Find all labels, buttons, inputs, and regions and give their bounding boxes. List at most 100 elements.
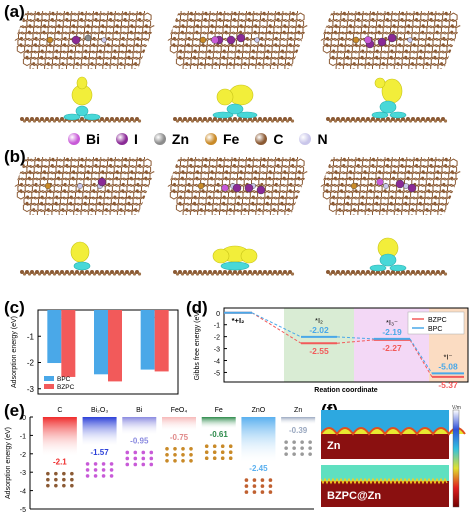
carbon-atom [253, 176, 257, 180]
carbon-atom [375, 55, 379, 59]
carbon-atom [233, 164, 236, 167]
carbon-atom [341, 117, 345, 121]
atom-dot [125, 456, 130, 461]
y-tick-label: -2 [214, 335, 220, 342]
carbon-atom [40, 201, 43, 205]
carbon-atom [288, 270, 292, 274]
carbon-atom [356, 117, 360, 121]
carbon-atom [415, 164, 418, 167]
bi-atom [211, 36, 219, 44]
carbon-atom [301, 208, 305, 211]
graphene-lattice [4, 11, 160, 69]
atom-dot [165, 459, 169, 463]
carbon-atom [14, 24, 17, 28]
carbon-atom [92, 43, 96, 46]
carbon-atom [102, 272, 107, 276]
charge-density-isosurface [236, 111, 258, 119]
carbon-atom [157, 195, 160, 199]
carbon-atom [262, 157, 266, 161]
sheet-b2 [310, 157, 466, 215]
carbon-atom [454, 214, 457, 215]
y-tick-label: -1 [214, 323, 220, 330]
carbon-atom [408, 272, 413, 276]
carbon-atom [383, 189, 387, 193]
carbon-atom [92, 189, 96, 193]
carbon-atom [60, 117, 64, 121]
carbon-atom [368, 272, 373, 276]
carbon-atom [281, 195, 284, 199]
carbon-atom [144, 24, 148, 28]
carbon-atom [196, 24, 199, 28]
category-label: Fe [215, 407, 223, 414]
carbon-atom [42, 119, 47, 123]
carbon-atom [230, 189, 234, 193]
carbon-atom [86, 30, 89, 34]
carbon-atom [390, 49, 394, 53]
carbon-atom [30, 270, 34, 274]
carbon-atom [438, 272, 443, 276]
carbon-atom [129, 176, 133, 180]
value-label: -2.1 [53, 458, 67, 467]
charge-density-isosurface [389, 264, 407, 272]
carbon-atom [160, 11, 164, 15]
carbon-atom [286, 214, 290, 215]
carbon-atom [245, 119, 250, 123]
carbon-atom [195, 119, 200, 123]
carbon-atom [134, 62, 137, 65]
carbon-atom [276, 164, 280, 167]
carbon-atom [86, 170, 90, 174]
carbon-atom [388, 119, 393, 123]
carbon-atom [290, 119, 295, 123]
carbon-atom [307, 5, 310, 8]
carbon-atom [115, 176, 119, 180]
carbon-atom [250, 119, 255, 123]
carbon-atom [36, 18, 40, 21]
carbon-atom [248, 157, 251, 161]
charge-density-isosurface [371, 111, 389, 119]
carbon-atom [36, 157, 40, 161]
legend-item-n: N [299, 131, 328, 147]
atom-dot [308, 452, 312, 456]
value-label: -1.57 [90, 448, 109, 457]
carbon-atom [258, 117, 262, 121]
charge-density-isosurface [240, 248, 258, 264]
carbon-atom [260, 272, 265, 276]
carbon-atom [342, 18, 346, 21]
carbon-atom [42, 176, 46, 180]
carbon-atom [436, 270, 440, 274]
carbon-atom [63, 36, 67, 40]
iodine-atom [232, 183, 242, 193]
carbon-atom [133, 68, 137, 69]
iodine-atom [244, 183, 254, 193]
carbon-atom [357, 11, 361, 15]
carbon-atom [100, 30, 104, 34]
carbon-atom [127, 201, 131, 205]
iodine-atom [226, 35, 236, 45]
carbon-atom [358, 272, 363, 276]
carbon-atom [142, 49, 146, 53]
carbon-atom [31, 214, 35, 215]
carbon-atom [65, 270, 69, 274]
carbon-atom [352, 214, 356, 215]
carbon-atom [20, 270, 24, 274]
carbon-atom [148, 208, 152, 211]
carbon-atom [25, 270, 29, 274]
carbon-atom [129, 30, 133, 34]
carbon-atom [275, 119, 280, 123]
carbon-atom [173, 117, 177, 121]
carbon-atom [34, 36, 38, 40]
atom-dot [260, 490, 265, 494]
carbon-atom [63, 182, 67, 186]
carbon-atom [331, 55, 335, 59]
carbon-atom [207, 201, 211, 205]
carbon-atom [98, 201, 102, 205]
atom-dot [181, 447, 185, 451]
carbon-atom [31, 68, 35, 69]
carbon-atom [416, 270, 420, 274]
atom-dot [93, 462, 98, 466]
carbon-atom [301, 62, 305, 65]
carbon-atom [340, 189, 343, 193]
carbon-atom [270, 119, 275, 123]
carbon-atom [320, 24, 323, 28]
carbon-atom [407, 170, 411, 174]
